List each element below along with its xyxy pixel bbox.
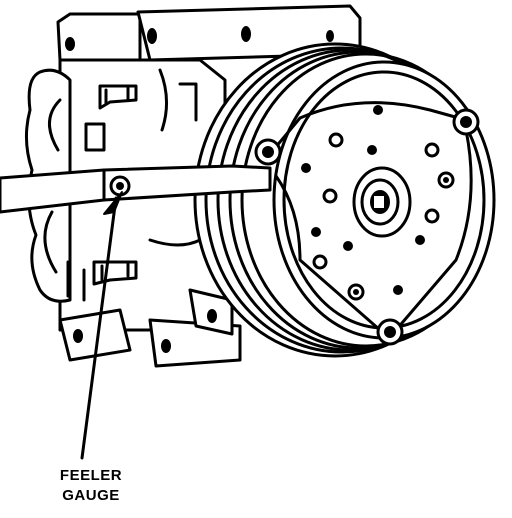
feeler-gauge-label-line-1: FEELER — [59, 467, 123, 484]
callout-leader-line — [80, 191, 123, 460]
feeler-gauge-label-line-2: GAUGE — [62, 487, 120, 504]
feeler-gauge-label: FEELER GAUGE — [36, 466, 146, 506]
clutch-front-plate — [254, 60, 496, 346]
feeler-gauge-blade — [0, 164, 272, 214]
